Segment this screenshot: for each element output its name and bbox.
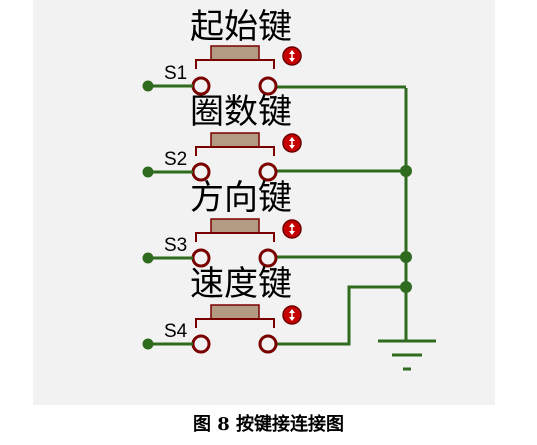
probe-indicator-icon <box>282 133 302 153</box>
probe-indicator-icon <box>282 305 302 325</box>
figure-caption: 图 8 按键接连接图 <box>192 414 345 435</box>
probe-indicator-icon <box>282 219 302 239</box>
junction-dot <box>400 165 412 177</box>
button-label: 速度键 <box>190 264 292 304</box>
button-label: 方向键 <box>190 178 292 218</box>
button-label: 圈数键 <box>190 92 292 132</box>
button-id: S3 <box>164 235 187 256</box>
button-s4: 速度键 S4 <box>142 264 302 354</box>
button-s2: 圈数键 S2 <box>142 92 302 182</box>
probe-indicator-icon <box>282 46 302 66</box>
button-s1: 起始键 S1 <box>142 7 302 96</box>
s4-right-wire <box>276 285 406 346</box>
button-label: 起始键 <box>190 7 292 47</box>
ground-symbol <box>378 339 436 371</box>
junction-dot <box>400 281 412 293</box>
button-s3: 方向键 S3 <box>142 178 302 268</box>
junction-dot <box>400 251 412 263</box>
button-id: S4 <box>164 321 188 342</box>
button-id: S2 <box>164 149 187 170</box>
button-id: S1 <box>164 63 187 84</box>
